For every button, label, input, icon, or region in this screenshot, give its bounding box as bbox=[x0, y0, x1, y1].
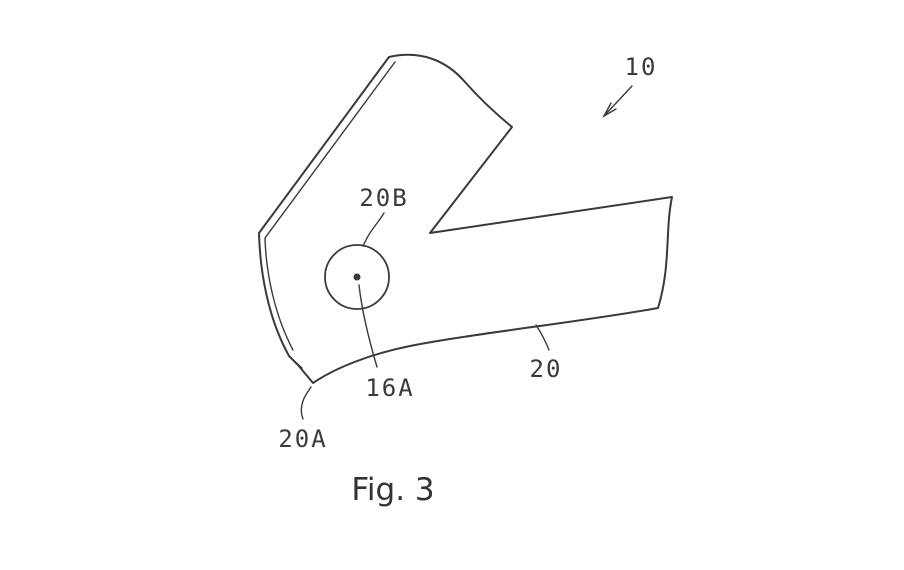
leader-20 bbox=[535, 324, 550, 351]
label-20A: 20A bbox=[278, 425, 327, 453]
pivot-center-dot bbox=[353, 273, 361, 281]
material-thickness-line bbox=[264, 61, 396, 351]
figure-caption: Fig. 3 bbox=[351, 472, 434, 508]
label-20: 20 bbox=[530, 355, 563, 383]
arrow-10-line bbox=[603, 85, 633, 117]
label-16A: 16A bbox=[365, 374, 414, 402]
leader-20B bbox=[362, 212, 385, 247]
tip-step-line bbox=[291, 358, 303, 369]
leader-20A bbox=[300, 386, 312, 420]
arrow-10-head bbox=[602, 102, 617, 118]
label-10: 10 bbox=[625, 53, 658, 81]
label-20B: 20B bbox=[359, 184, 408, 212]
pivot-hole-circle bbox=[324, 244, 390, 310]
part-outline bbox=[258, 53, 673, 384]
leader-16A bbox=[358, 284, 378, 368]
